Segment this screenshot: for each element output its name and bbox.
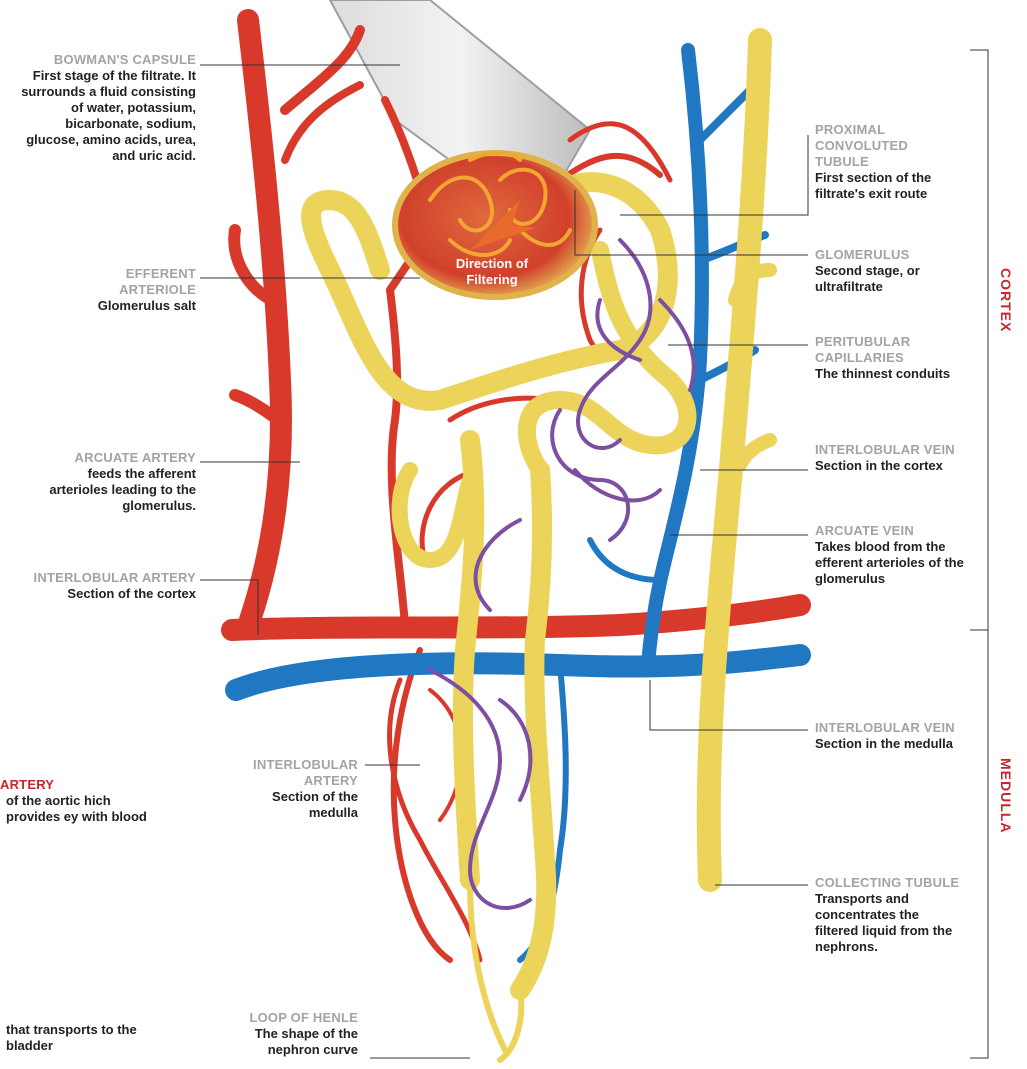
- loop-henle-desc: The shape of the nephron curve: [226, 1026, 358, 1058]
- efferent-title: EFFERENT ARTERIOLE: [60, 266, 196, 298]
- label-interlobular-vein-medulla: INTERLOBULAR VEIN Section in the medulla: [815, 720, 965, 752]
- ureter-desc: that transports to the bladder: [6, 1022, 146, 1054]
- renal-artery-title: ARTERY: [0, 777, 150, 793]
- interlobular-vein-medulla-title: INTERLOBULAR VEIN: [815, 720, 965, 736]
- label-interlobular-artery-medulla: INTERLOBULAR ARTERY Section of the medul…: [226, 757, 358, 821]
- renal-artery-desc: of the aortic hich provides ey with bloo…: [0, 793, 150, 825]
- interlobular-vein-cortex-desc: Section in the cortex: [815, 458, 965, 474]
- label-peritubular-capillaries: PERITUBULAR CAPILLARIES The thinnest con…: [815, 334, 965, 382]
- loop-henle-title: LOOP OF HENLE: [226, 1010, 358, 1026]
- proximal-desc: First section of the filtrate's exit rou…: [815, 170, 965, 202]
- proximal-title: PROXIMAL CONVOLUTED TUBULE: [815, 122, 965, 170]
- glomerulus-title: GLOMERULUS: [815, 247, 965, 263]
- region-medulla: MEDULLA: [998, 758, 1014, 833]
- arcuate-artery-desc: feeds the afferent arterioles leading to…: [30, 466, 196, 514]
- collecting-desc: Transports and concentrates the filtered…: [815, 891, 965, 955]
- label-arcuate-vein: ARCUATE VEIN Takes blood from the effere…: [815, 523, 975, 587]
- interlobular-artery-medulla-title: INTERLOBULAR ARTERY: [226, 757, 358, 789]
- interlobular-artery-cortex-desc: Section of the cortex: [30, 586, 196, 602]
- efferent-desc: Glomerulus salt: [60, 298, 196, 314]
- glomerulus-desc: Second stage, or ultrafiltrate: [815, 263, 965, 295]
- label-efferent-arteriole: EFFERENT ARTERIOLE Glomerulus salt: [60, 266, 196, 314]
- direction-of-filtering-label: Direction of Filtering: [432, 256, 552, 288]
- peritubular-title: PERITUBULAR CAPILLARIES: [815, 334, 965, 366]
- label-ureter-partial: that transports to the bladder: [6, 1022, 146, 1054]
- label-arcuate-artery: ARCUATE ARTERY feeds the afferent arteri…: [30, 450, 196, 514]
- label-loop-of-henle: LOOP OF HENLE The shape of the nephron c…: [226, 1010, 358, 1058]
- label-bowmans-capsule: BOWMAN'S CAPSULE First stage of the filt…: [20, 52, 196, 164]
- region-cortex: CORTEX: [998, 268, 1014, 332]
- bowmans-title: BOWMAN'S CAPSULE: [20, 52, 196, 68]
- interlobular-vein-medulla-desc: Section in the medulla: [815, 736, 965, 752]
- label-collecting-tubule: COLLECTING TUBULE Transports and concent…: [815, 875, 965, 955]
- arcuate-vein-title: ARCUATE VEIN: [815, 523, 975, 539]
- label-interlobular-artery-cortex: INTERLOBULAR ARTERY Section of the corte…: [30, 570, 196, 602]
- arcuate-artery-title: ARCUATE ARTERY: [30, 450, 196, 466]
- arcuate-vein-desc: Takes blood from the efferent arterioles…: [815, 539, 975, 587]
- label-interlobular-vein-cortex: INTERLOBULAR VEIN Section in the cortex: [815, 442, 965, 474]
- label-renal-artery-partial: ARTERY of the aortic hich provides ey wi…: [0, 777, 150, 825]
- interlobular-vein-cortex-title: INTERLOBULAR VEIN: [815, 442, 965, 458]
- label-proximal-tubule: PROXIMAL CONVOLUTED TUBULE First section…: [815, 122, 965, 202]
- bowmans-desc: First stage of the filtrate. It surround…: [20, 68, 196, 164]
- interlobular-artery-cortex-title: INTERLOBULAR ARTERY: [30, 570, 196, 586]
- interlobular-artery-medulla-desc: Section of the medulla: [226, 789, 358, 821]
- label-glomerulus: GLOMERULUS Second stage, or ultrafiltrat…: [815, 247, 965, 295]
- collecting-title: COLLECTING TUBULE: [815, 875, 965, 891]
- peritubular-desc: The thinnest conduits: [815, 366, 965, 382]
